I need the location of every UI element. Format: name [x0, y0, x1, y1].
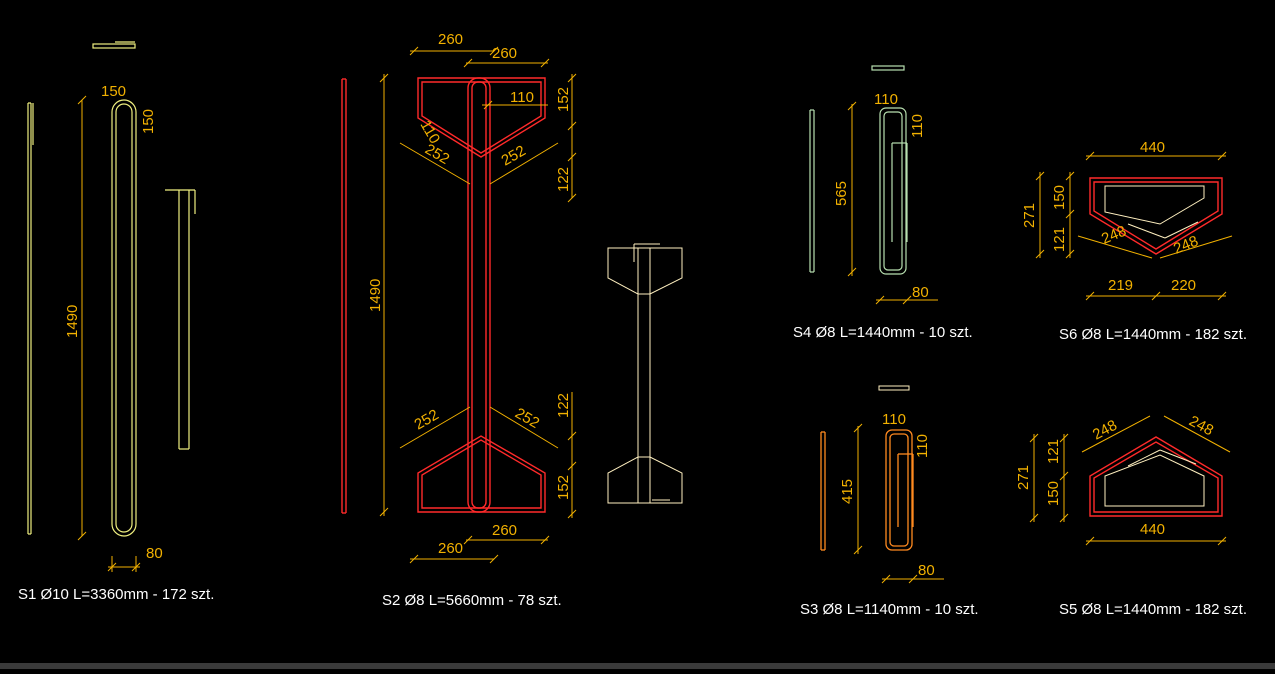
s6-main-shape — [1089, 177, 1223, 255]
s4-caption: S4 Ø8 L=1440mm - 10 szt. — [793, 324, 973, 341]
bar-s4-group: 110 110 565 80 S4 Ø8 L=1440mm - 10 szt. — [793, 65, 973, 341]
s1-caption: S1 Ø10 L=3360mm - 172 szt. — [18, 586, 214, 603]
s3-dim-110-h: 110 — [914, 434, 931, 458]
s5-dim-150: 150 — [1045, 481, 1062, 506]
s6-caption: S6 Ø8 L=1440mm - 182 szt. — [1059, 326, 1247, 343]
s2-dim-bot-152: 152 — [555, 475, 572, 500]
s6-dim-440: 440 — [1140, 139, 1165, 156]
s1-side-view — [27, 102, 34, 535]
s5-dim-248-r: 248 — [1186, 413, 1216, 440]
bar-s3-group: 110 110 415 80 S3 Ø8 L=1140mm - 10 szt. — [800, 385, 979, 618]
s2-side-view — [341, 78, 347, 514]
bottom-scroll-strip — [0, 663, 1275, 669]
s1-dimensions — [77, 95, 141, 572]
bar-s2-group: 260 260 110 152 122 110 252 252 1490 252… — [341, 31, 683, 609]
s4-main-loop — [879, 107, 908, 275]
s4-dim-80: 80 — [912, 284, 929, 301]
s1-top-view — [92, 41, 136, 49]
s3-caption: S3 Ø8 L=1140mm - 10 szt. — [800, 601, 979, 618]
s5-dimensions — [1029, 415, 1231, 546]
s4-dim-565: 565 — [833, 181, 850, 206]
s1-hook-view — [165, 189, 196, 450]
s6-dim-220: 220 — [1171, 277, 1196, 294]
s2-caption: S2 Ø8 L=5660mm - 78 szt. — [382, 592, 562, 609]
s4-dim-110-h: 110 — [909, 114, 926, 138]
s4-dim-110-w: 110 — [874, 91, 898, 108]
s2-main-shape — [417, 77, 546, 513]
bar-s6-group: 440 150 121 271 248 248 219 220 S6 Ø8 L=… — [1021, 139, 1247, 343]
s3-dim-110-w: 110 — [882, 411, 906, 428]
s6-dim-219: 219 — [1108, 277, 1133, 294]
s4-side-view — [809, 109, 815, 273]
s2-dim-top-260-a: 260 — [438, 31, 463, 48]
s5-dim-271: 271 — [1015, 465, 1032, 490]
s6-dimensions — [1035, 151, 1233, 301]
bar-s5-group: 248 248 121 150 271 440 S5 Ø8 L=1440mm -… — [1015, 413, 1247, 618]
s2-dim-1490: 1490 — [367, 279, 384, 312]
s1-dim-150-a: 150 — [101, 83, 126, 100]
s2-dim-bot-252-r: 252 — [512, 405, 542, 432]
s3-dim-415: 415 — [839, 479, 856, 504]
s2-dim-bot-122: 122 — [555, 393, 572, 418]
s3-dim-80: 80 — [918, 562, 935, 579]
s2-dim-bot-260-a: 260 — [438, 540, 463, 557]
s2-dim-top-252-r: 252 — [499, 142, 529, 169]
s4-top-view — [871, 65, 905, 71]
s5-main-shape — [1089, 436, 1223, 517]
s2-dim-top-110: 110 — [510, 89, 534, 106]
s6-dim-248-l: 248 — [1099, 223, 1129, 248]
s2-dim-top-152: 152 — [555, 87, 572, 112]
s3-dimensions — [853, 423, 944, 584]
s2-dim-bot-252-l: 252 — [412, 406, 442, 433]
s6-dim-271: 271 — [1021, 203, 1038, 228]
s1-dim-150-b: 150 — [140, 109, 157, 134]
s1-dim-80: 80 — [146, 545, 163, 562]
s1-main-loop — [111, 99, 137, 537]
s2-dim-top-260-b: 260 — [492, 45, 517, 62]
s2-dimensions — [379, 46, 577, 564]
s1-dim-1490: 1490 — [64, 305, 81, 338]
s2-dim-top-122: 122 — [555, 167, 572, 192]
s3-main-loop — [885, 429, 914, 551]
s5-dim-440: 440 — [1140, 521, 1165, 538]
s6-dim-121: 121 — [1051, 227, 1068, 252]
s3-top-view — [878, 385, 910, 391]
s6-dim-150: 150 — [1051, 185, 1068, 210]
s4-dimensions — [847, 101, 938, 305]
s3-side-view — [820, 431, 826, 551]
s2-dim-top-252-l: 252 — [422, 141, 452, 168]
s2-dim-bot-260-b: 260 — [492, 522, 517, 539]
bar-s1-group: 150 150 1490 80 S1 Ø10 L=3360mm - 172 sz… — [18, 41, 214, 603]
s5-dim-248-l: 248 — [1090, 417, 1120, 444]
s5-dim-121: 121 — [1045, 439, 1062, 464]
s5-caption: S5 Ø8 L=1440mm - 182 szt. — [1059, 601, 1247, 618]
s2-iso-view — [607, 243, 683, 504]
